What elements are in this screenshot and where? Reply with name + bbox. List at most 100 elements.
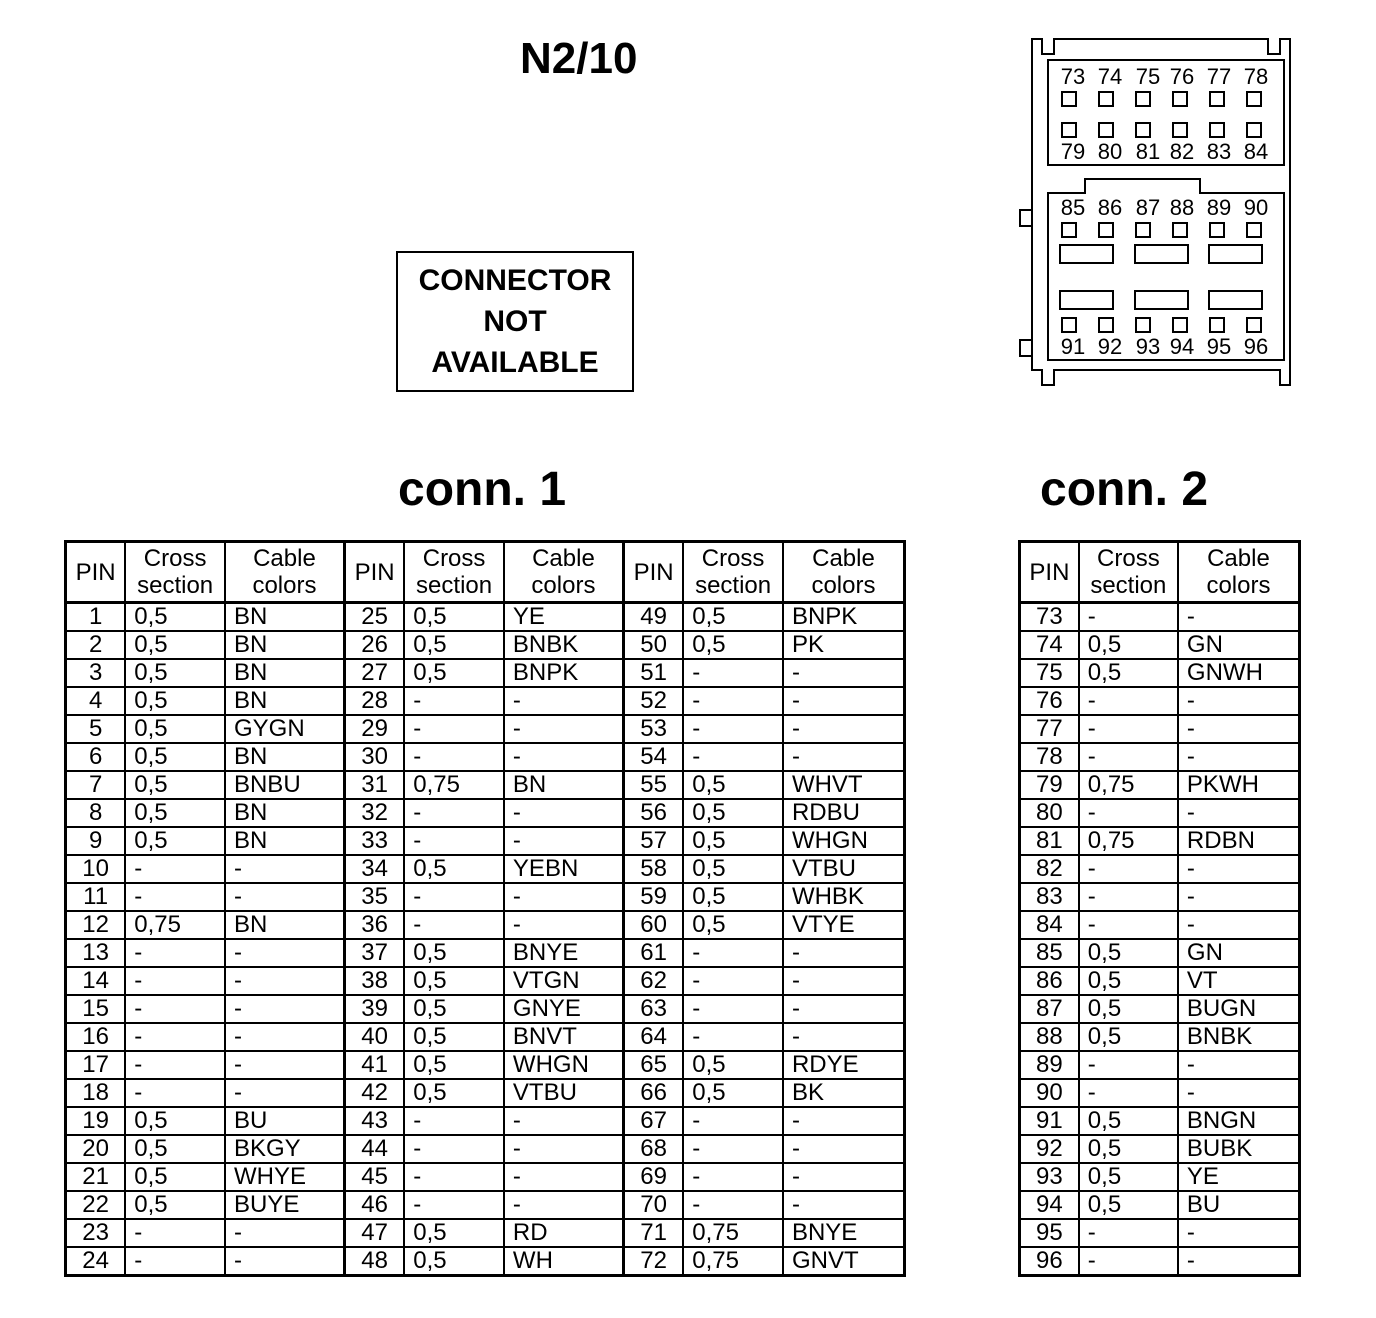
pin-number-cell: 2 [64, 630, 127, 660]
cable-color-cell: BN [223, 601, 346, 632]
cable-color-cell: BNVT [502, 1022, 625, 1052]
pin-number-cell: 42 [342, 1078, 406, 1108]
cross-section-cell: - [403, 882, 505, 912]
table-row: 77-- [1018, 714, 1301, 744]
cross-section-cell: - [1077, 1050, 1179, 1080]
cable-color-cell: - [223, 1246, 346, 1277]
cable-color-cell: PKWH [1176, 770, 1301, 800]
cross-section-cell: 0,5 [1077, 938, 1179, 968]
cable-color-cell: WHGN [502, 1050, 625, 1080]
cross-section-cell: - [682, 658, 784, 688]
cross-section-cell: - [1077, 854, 1179, 884]
pin-number-cell: 34 [342, 854, 406, 884]
pin-number-cell: 41 [342, 1050, 406, 1080]
cross-section-cell: 0,5 [403, 854, 505, 884]
pin-number-cell: 65 [621, 1050, 685, 1080]
cross-section-cell: - [682, 966, 784, 996]
pin-number-cell: 67 [621, 1106, 685, 1136]
cable-color-cell: GN [1176, 630, 1301, 660]
cross-section-cell: 0,5 [403, 966, 505, 996]
table-row: 84-- [1018, 910, 1301, 940]
conn1-title: conn. 1 [398, 463, 567, 516]
cable-color-cell: - [1176, 742, 1301, 772]
pin-label: 80 [1098, 139, 1122, 164]
cable-color-cell: - [223, 938, 346, 968]
cross-section-cell: 0,5 [403, 630, 505, 660]
pin-number-cell: 37 [342, 938, 406, 968]
cross-section-cell: 0,5 [403, 658, 505, 688]
cable-color-cell: BNYE [781, 1218, 906, 1248]
pin-label: 79 [1061, 139, 1085, 164]
cable-color-cell: RDYE [781, 1050, 906, 1080]
header-line: Cross [422, 545, 486, 572]
cable-color-cell: - [502, 686, 625, 716]
pin-number-cell: 29 [342, 714, 406, 744]
pin-number-cell: 23 [64, 1218, 127, 1248]
pin-number-cell: 33 [342, 826, 406, 856]
cross-section-cell: - [682, 1106, 784, 1136]
cable-color-cell: - [781, 1190, 906, 1220]
cable-color-cell: - [1176, 1078, 1301, 1108]
cross-section-cell: 0,5 [124, 798, 226, 828]
pin-number-cell: 68 [621, 1134, 685, 1164]
cable-color-cell: BNYE [502, 938, 625, 968]
pin-number-cell: 95 [1018, 1218, 1080, 1248]
cross-section-cell: - [1077, 882, 1179, 912]
pin-number-cell: 16 [64, 1022, 127, 1052]
cable-color-cell: - [223, 1050, 346, 1080]
cable-color-cell: BUGN [1176, 994, 1301, 1024]
cross-section-cell: 0,75 [682, 1246, 784, 1277]
cable-color-cell: - [223, 1078, 346, 1108]
cable-color-cell: GN [1176, 938, 1301, 968]
cable-color-cell: YE [502, 601, 625, 632]
cross-section-cell: - [682, 938, 784, 968]
pin-number-cell: 44 [342, 1134, 406, 1164]
pin-number-cell: 64 [621, 1022, 685, 1052]
pin-number-cell: 74 [1018, 630, 1080, 660]
pin-number-cell: 19 [64, 1106, 127, 1136]
pin-number-cell: 45 [342, 1162, 406, 1192]
header-line: section [695, 572, 772, 599]
cross-section-cell: 0,5 [403, 601, 505, 632]
pin-number-cell: 73 [1018, 601, 1080, 632]
pin-number-cell: 27 [342, 658, 406, 688]
cable-color-cell: - [502, 1134, 625, 1164]
cable-color-cell: - [502, 1162, 625, 1192]
cable-color-cell: - [1176, 798, 1301, 828]
pin-number-cell: 62 [621, 966, 685, 996]
table-row: 73-- [1018, 601, 1301, 632]
cable-color-cell: - [1176, 1050, 1301, 1080]
pin-number-cell: 84 [1018, 910, 1080, 940]
pin-number-cell: 75 [1018, 658, 1080, 688]
pin-label: 85 [1061, 195, 1085, 220]
pin-number-cell: 92 [1018, 1134, 1080, 1164]
header-line: Cross [143, 545, 207, 572]
pin-header: PIN [342, 540, 406, 604]
cross-section-cell: - [1077, 1218, 1179, 1248]
pin-number-cell: 3 [64, 658, 127, 688]
cable-color-cell: VT [1176, 966, 1301, 996]
cable-color-cell: - [1176, 882, 1301, 912]
cross-section-cell: - [1077, 1078, 1179, 1108]
pin-number-cell: 96 [1018, 1246, 1080, 1277]
cross-section-cell: 0,5 [403, 1078, 505, 1108]
pin-number-cell: 54 [621, 742, 685, 772]
pin-number-cell: 49 [621, 601, 685, 632]
header-line: colors [531, 572, 596, 599]
cross-section-cell: - [682, 742, 784, 772]
cross-section-cell: - [682, 714, 784, 744]
pin-number-cell: 26 [342, 630, 406, 660]
